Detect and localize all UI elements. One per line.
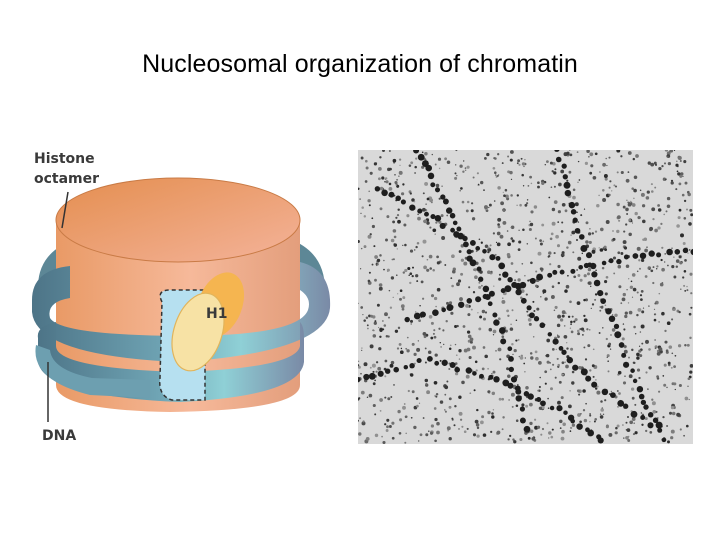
dna-label: DNA <box>42 428 76 444</box>
dna-upper-wrap <box>32 262 331 362</box>
nucleosome-diagram: Histone octamer H1 DNA <box>32 151 331 444</box>
histone-leader-line <box>61 191 69 229</box>
electron-micrograph-image <box>358 150 693 444</box>
histone-label-line2: octamer <box>34 171 99 187</box>
h1-protein <box>171 292 225 372</box>
histone-label-line1: Histone <box>34 151 95 167</box>
h1-label: H1 <box>206 306 227 322</box>
slide-title: Nucleosomal organization of chromatin <box>142 50 578 78</box>
histone-cylinder-top <box>56 178 300 262</box>
dna-front-curl <box>35 345 150 398</box>
